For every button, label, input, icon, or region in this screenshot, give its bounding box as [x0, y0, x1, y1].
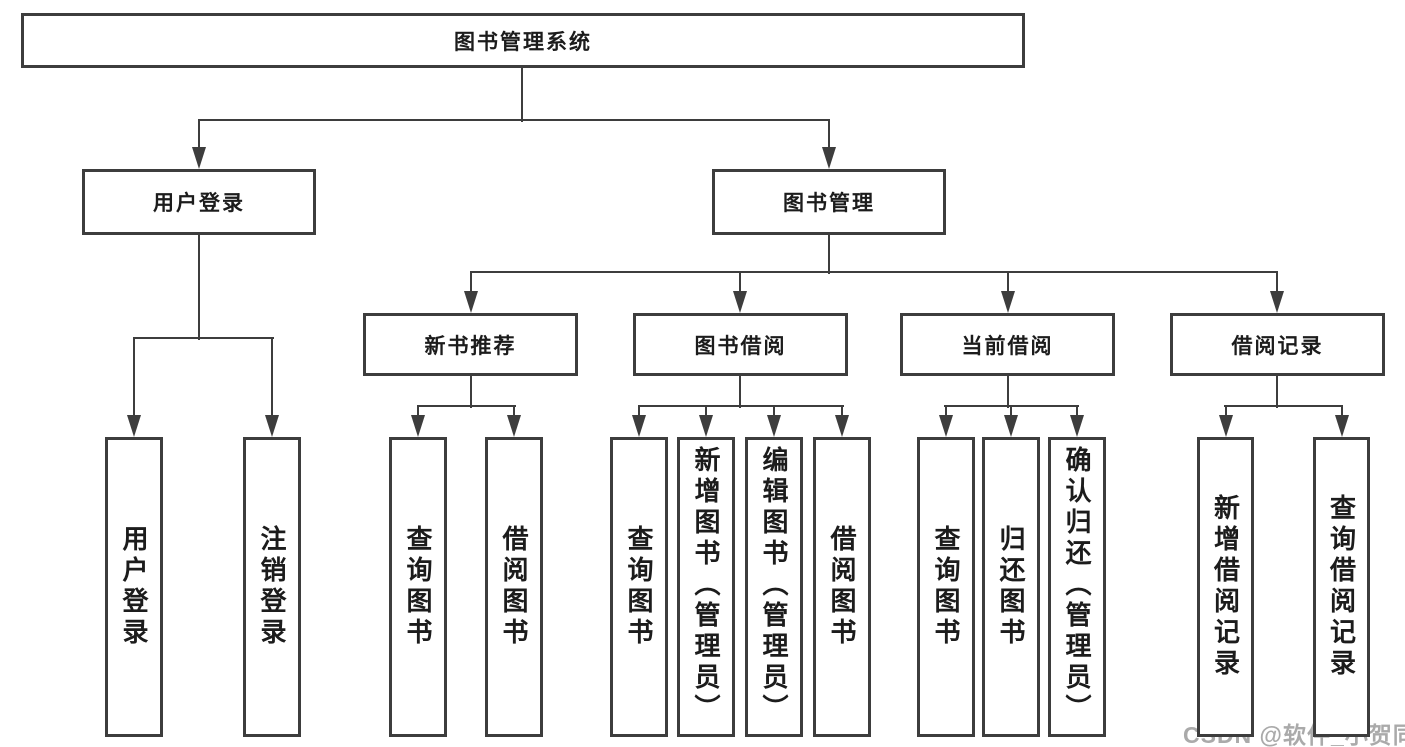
connector-line — [417, 406, 419, 417]
connector-line — [271, 338, 273, 417]
node-current-borrowing: 当前借阅 — [900, 313, 1115, 376]
arrowhead-down-icon — [632, 415, 646, 437]
node-new-book-recommend: 新书推荐 — [363, 313, 578, 376]
connector-line — [470, 376, 472, 408]
arrowhead-down-icon — [507, 415, 521, 437]
connector-line — [841, 406, 843, 417]
connector-line — [1276, 272, 1278, 293]
connector-line — [521, 68, 523, 122]
node-add-books-admin: 新增图书（管理员） — [677, 437, 735, 737]
arrowhead-down-icon — [1219, 415, 1233, 437]
connector-line — [470, 272, 472, 293]
arrowhead-down-icon — [411, 415, 425, 437]
connector-line — [417, 405, 516, 407]
node-label: 确认归还（管理员） — [1062, 446, 1092, 725]
node-edit-books-admin: 编辑图书（管理员） — [745, 437, 803, 737]
node-confirm-return-admin: 确认归还（管理员） — [1048, 437, 1106, 737]
node-label: 图书借阅 — [694, 334, 787, 358]
node-label: 当前借阅 — [961, 334, 1054, 358]
node-label: 用户登录 — [153, 192, 245, 215]
node-query-borrow-record: 查询借阅记录 — [1313, 437, 1370, 737]
node-query-books-current: 查询图书 — [917, 437, 975, 737]
connector-line — [1276, 376, 1278, 408]
arrowhead-down-icon — [939, 415, 953, 437]
arrowhead-down-icon — [265, 415, 279, 437]
connector-line — [470, 271, 1278, 273]
connector-line — [1341, 406, 1343, 417]
node-root: 图书管理系统 — [21, 13, 1025, 68]
arrowhead-down-icon — [127, 415, 141, 437]
node-borrowing-records: 借阅记录 — [1170, 313, 1385, 376]
connector-line — [133, 338, 135, 417]
connector-line — [638, 405, 844, 407]
node-label: 新增图书（管理员） — [691, 446, 721, 725]
node-label: 图书管理系统 — [454, 30, 592, 54]
connector-line — [513, 406, 515, 417]
arrowhead-down-icon — [464, 291, 478, 313]
node-add-borrow-record: 新增借阅记录 — [1197, 437, 1254, 737]
connector-line — [705, 406, 707, 417]
node-label: 查询借阅记录 — [1326, 494, 1357, 680]
connector-line — [198, 234, 200, 340]
node-return-books: 归还图书 — [982, 437, 1040, 737]
node-label: 查询图书 — [403, 525, 433, 649]
connector-line — [1224, 405, 1343, 407]
arrowhead-down-icon — [822, 147, 836, 169]
node-label: 查询图书 — [931, 525, 961, 649]
arrowhead-down-icon — [1270, 291, 1284, 313]
node-label: 借阅记录 — [1231, 334, 1324, 358]
connector-line — [1076, 406, 1078, 417]
connector-line — [828, 120, 830, 149]
arrowhead-down-icon — [1001, 291, 1015, 313]
connector-line — [1010, 406, 1012, 417]
arrowhead-down-icon — [192, 147, 206, 169]
node-label: 编辑图书（管理员） — [759, 446, 789, 725]
arrowhead-down-icon — [835, 415, 849, 437]
node-label: 新书推荐 — [424, 334, 517, 358]
arrowhead-down-icon — [1004, 415, 1018, 437]
connector-line — [1007, 376, 1009, 408]
node-label: 图书管理 — [783, 192, 875, 215]
node-user-login: 用户登录 — [105, 437, 163, 737]
node-book-management: 图书管理 — [712, 169, 946, 235]
connector-line — [828, 234, 830, 274]
connector-line — [198, 120, 200, 149]
node-query-books-recommend: 查询图书 — [389, 437, 447, 737]
connector-line — [198, 119, 830, 121]
node-label: 借阅图书 — [827, 525, 857, 649]
arrowhead-down-icon — [1070, 415, 1084, 437]
arrowhead-down-icon — [699, 415, 713, 437]
node-label: 归还图书 — [996, 525, 1026, 649]
node-logout: 注销登录 — [243, 437, 301, 737]
node-label: 用户登录 — [119, 525, 149, 649]
connector-line — [773, 406, 775, 417]
node-borrow-books-recommend: 借阅图书 — [485, 437, 543, 737]
node-query-books-borrowing: 查询图书 — [610, 437, 668, 737]
arrowhead-down-icon — [1335, 415, 1349, 437]
node-label: 查询图书 — [624, 525, 654, 649]
node-label: 新增借阅记录 — [1210, 494, 1241, 680]
connector-line — [133, 337, 274, 339]
node-label: 注销登录 — [257, 525, 287, 649]
connector-line — [739, 272, 741, 293]
connector-line — [739, 376, 741, 408]
node-book-borrowing: 图书借阅 — [633, 313, 848, 376]
connector-line — [1007, 272, 1009, 293]
connector-line — [945, 406, 947, 417]
node-label: 借阅图书 — [499, 525, 529, 649]
node-user-login-branch: 用户登录 — [82, 169, 316, 235]
arrowhead-down-icon — [733, 291, 747, 313]
connector-line — [1225, 406, 1227, 417]
node-borrow-books-borrowing: 借阅图书 — [813, 437, 871, 737]
arrowhead-down-icon — [767, 415, 781, 437]
connector-line — [638, 406, 640, 417]
